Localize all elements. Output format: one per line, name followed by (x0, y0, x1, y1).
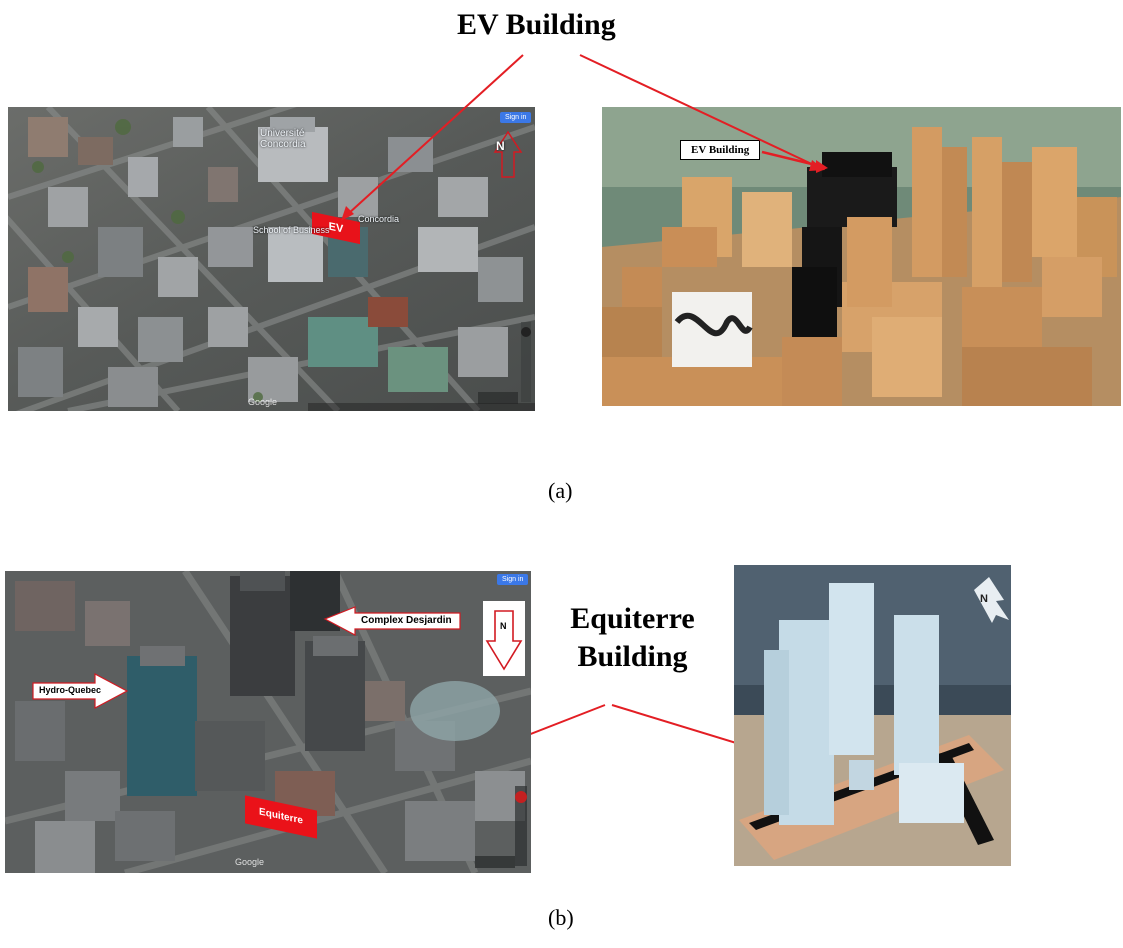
subfigure-label-b: (b) (548, 905, 574, 930)
university-label: Université Concordia (260, 128, 306, 150)
north-marker-model-b: N (980, 593, 988, 605)
equiterre-caption-line1: Equiterre (570, 602, 695, 635)
north-marker-b: N (500, 621, 507, 631)
panel-b-physical-model: N (734, 565, 1011, 866)
equiterre-building-caption: Equiterre Building (565, 600, 700, 676)
panel-b-aerial-map: Sign in Complex Desjardin Hydro-Quebec N… (5, 571, 531, 873)
physical-model-a-image (602, 107, 1121, 406)
concordia-label: Concordia (358, 214, 400, 224)
subfigure-label-a: (a) (548, 478, 573, 503)
hydro-quebec-label: Hydro-Quebec (39, 685, 102, 695)
complex-desjardin-label: Complex Desjardin (361, 615, 452, 626)
sign-in-button-b[interactable]: Sign in (497, 574, 529, 585)
sign-in-button-a[interactable]: Sign in (500, 112, 532, 123)
ev-building-model-label: EV Building (680, 140, 761, 160)
equiterre-caption-line2: Building (577, 640, 688, 673)
panel-a-physical-model: EV Building (602, 107, 1121, 406)
figure-title-ev-building: EV Building (457, 8, 616, 41)
aerial-map-b-image (5, 571, 531, 873)
panel-a-aerial-map: Sign in Université Concordia N EV School… (8, 107, 535, 411)
google-watermark-a: Google (248, 397, 278, 407)
north-marker-a: N (496, 139, 505, 153)
aerial-map-a-image (8, 107, 535, 411)
google-watermark-b: Google (235, 857, 265, 867)
school-of-business-label: School of Business (253, 225, 330, 235)
physical-model-b-image (734, 565, 1011, 866)
